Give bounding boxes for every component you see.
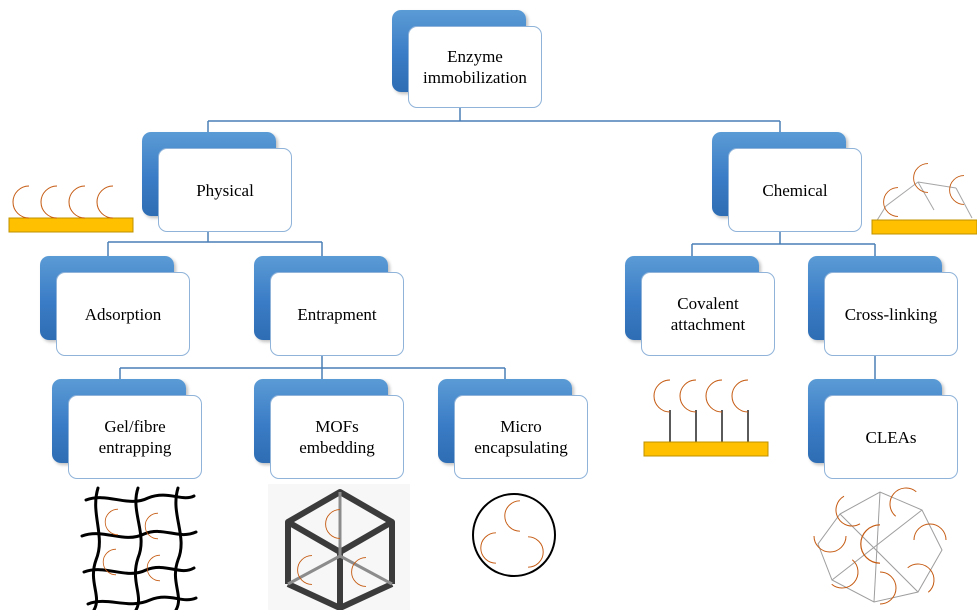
node-chemical: Chemical	[712, 132, 864, 234]
node-label: Micro encapsulating	[454, 395, 588, 479]
node-gel-fibre-entrapping: Gel/fibre entrapping	[52, 379, 204, 481]
node-adsorption: Adsorption	[40, 256, 192, 358]
node-label: Cross-linking	[824, 272, 958, 356]
crosslinked-enzymes-icon	[871, 163, 977, 235]
node-label: MOFs embedding	[270, 395, 404, 479]
node-covalent-attachment: Covalent attachment	[625, 256, 777, 358]
node-micro-encapsulating: Micro encapsulating	[438, 379, 590, 481]
node-physical: Physical	[142, 132, 294, 234]
node-label: Chemical	[728, 148, 862, 232]
node-label: Covalent attachment	[641, 272, 775, 356]
mof-cube-icon	[268, 484, 410, 610]
covalent-enzymes-icon	[643, 379, 769, 457]
node-label: CLEAs	[824, 395, 958, 479]
node-enzyme-immobilization: Enzyme immobilization	[392, 10, 544, 112]
adsorbed-enzymes-icon	[8, 185, 134, 233]
node-cross-linking: Cross-linking	[808, 256, 960, 358]
node-label: Enzyme immobilization	[408, 26, 542, 108]
microcapsule-icon	[472, 493, 556, 577]
node-mofs-embedding: MOFs embedding	[254, 379, 406, 481]
gel-fibre-mesh-icon	[80, 486, 198, 610]
node-label: Physical	[158, 148, 292, 232]
node-label: Adsorption	[56, 272, 190, 356]
node-entrapment: Entrapment	[254, 256, 406, 358]
clea-aggregate-icon	[813, 484, 947, 605]
node-label: Entrapment	[270, 272, 404, 356]
node-label: Gel/fibre entrapping	[68, 395, 202, 479]
node-cleas: CLEAs	[808, 379, 960, 481]
